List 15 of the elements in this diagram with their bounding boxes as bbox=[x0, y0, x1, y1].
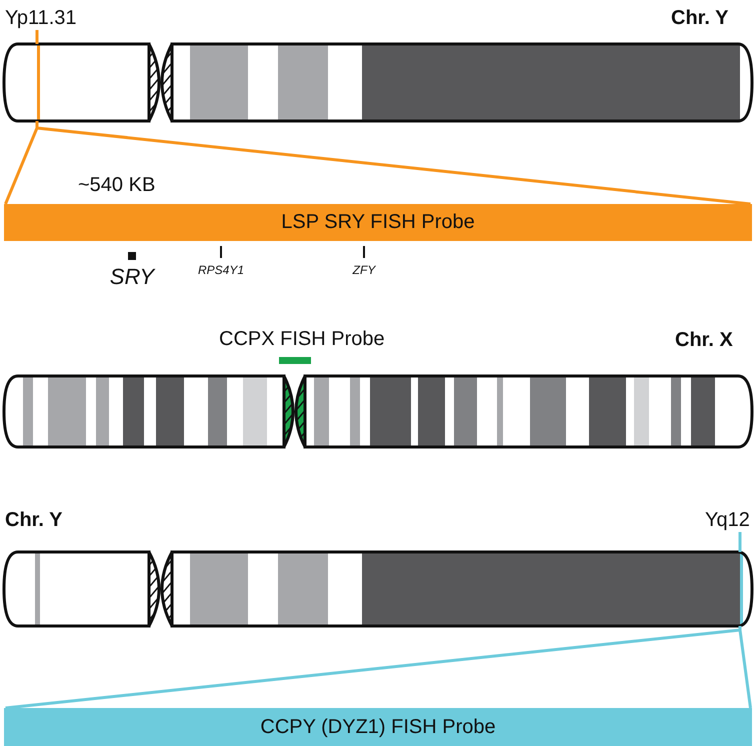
locus-label: Yp11.31 bbox=[5, 8, 77, 28]
gene-label: RPS4Y1 bbox=[198, 264, 244, 276]
probe-label: CCPX FISH Probe bbox=[219, 329, 385, 349]
chromosome-label: Chr. Y bbox=[5, 510, 62, 530]
zoom-line bbox=[36, 120, 751, 206]
chromosome-label: Chr. Y bbox=[671, 8, 728, 28]
zoom-line bbox=[36, 30, 38, 44]
locus-label: Yq12 bbox=[705, 510, 750, 530]
probe-bar: LSP SRY FISH Probe bbox=[4, 204, 752, 241]
chromosome-label: Chr. X bbox=[675, 330, 733, 350]
gene-label: ZFY bbox=[352, 264, 376, 276]
zoom-line bbox=[738, 532, 742, 552]
probe-size-label: ~540 KB bbox=[78, 175, 156, 195]
probe-bar: CCPY (DYZ1) FISH Probe bbox=[4, 708, 752, 746]
gene-label: SRY bbox=[110, 266, 154, 288]
